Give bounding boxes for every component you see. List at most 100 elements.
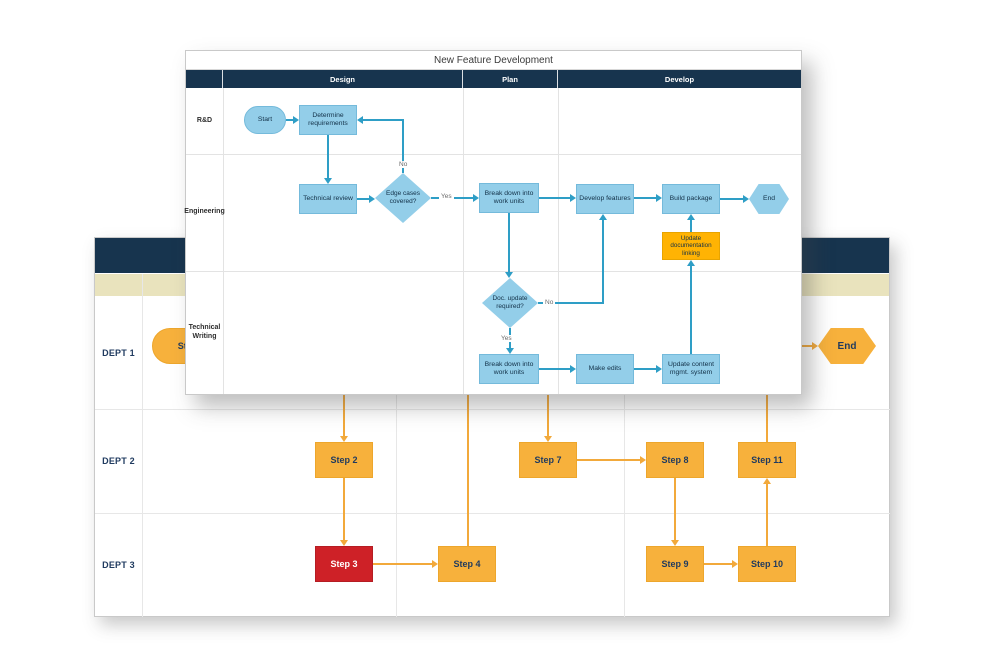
arrowhead-makeedits [570, 365, 576, 373]
node-build-package[interactable]: Build package [662, 184, 720, 214]
arrowhead-breakdown-tw [506, 348, 514, 354]
arrowhead-develop [570, 194, 576, 202]
arrowhead-breakdown-eng [473, 194, 479, 202]
lane-label-rnd: R&D [196, 116, 213, 124]
connector-edgecases-no-vertical [402, 120, 404, 173]
arrowhead-develop-bottom [599, 214, 607, 220]
label-edge-no: No [397, 161, 410, 168]
diamond-text: Edge cases covered? [386, 190, 420, 205]
arrowhead-updatecontent [656, 365, 662, 373]
lane-label-dept3: DEPT 3 [102, 560, 135, 570]
node-update-content[interactable]: Update content mgmt. system [662, 354, 720, 384]
connector-doclinking-build [690, 220, 692, 232]
phase-design: Design [223, 70, 463, 88]
diagram-title: New Feature Development [186, 51, 801, 70]
connector-build-end [720, 198, 743, 200]
arrowhead-build [656, 194, 662, 202]
label-edge-yes: Yes [439, 193, 454, 200]
connector-step9-step10 [703, 563, 732, 565]
node-step4[interactable]: Step 4 [438, 546, 496, 582]
arrowhead-step3 [340, 540, 348, 546]
fg-lane-divider-1 [186, 154, 801, 155]
lane-label-engineering: Engineering [184, 208, 225, 216]
lane-label-dept1: DEPT 1 [102, 347, 135, 358]
arrowhead-step10 [732, 560, 738, 568]
dept-grid-col1 [396, 296, 397, 617]
node-fg-end[interactable]: End [749, 184, 789, 214]
dept-lane-divider-2 [95, 513, 890, 514]
connector-step10-step11 [766, 484, 768, 546]
node-determine-requirements[interactable]: Determine requirements [299, 105, 357, 135]
connector-step8-step9 [674, 478, 676, 540]
dept-lane-divider-1 [95, 409, 890, 410]
connector-docupdate-no-vertical [602, 220, 604, 303]
connector-breakdown-docupdate [508, 213, 510, 272]
label-doc-yes: Yes [499, 335, 514, 342]
node-edge-cases-covered[interactable]: Edge cases covered? [375, 173, 431, 223]
connector-step7-step8 [577, 459, 640, 461]
fg-grid-label-divider [223, 88, 224, 394]
arrowhead-edgecases [369, 195, 375, 203]
node-step11[interactable]: Step 11 [738, 442, 796, 478]
connector-to-step7 [547, 395, 549, 436]
connector-updatecontent-doclinking [690, 266, 692, 354]
phase-develop: Develop [664, 74, 695, 84]
connector-to-end [802, 345, 812, 347]
node-step2[interactable]: Step 2 [315, 442, 373, 478]
node-step7[interactable]: Step 7 [519, 442, 577, 478]
connector-docupdate-no-horizontal [538, 302, 604, 304]
arrowhead-doclinking [687, 260, 695, 266]
node-step8[interactable]: Step 8 [646, 442, 704, 478]
node-step10[interactable]: Step 10 [738, 546, 796, 582]
connector-breakdown-develop [539, 197, 570, 199]
arrowhead-determine [293, 116, 299, 124]
node-develop-features[interactable]: Develop features [576, 184, 634, 214]
node-technical-review[interactable]: Technical review [299, 184, 357, 214]
arrowhead-step2 [340, 436, 348, 442]
node-breakdown-eng[interactable]: Break down into work units [479, 183, 539, 213]
arrowhead-fg-end [743, 195, 749, 203]
arrowhead-docupdate [505, 272, 513, 278]
node-breakdown-tw[interactable]: Break down into work units [479, 354, 539, 384]
connector-step3-step4 [373, 563, 432, 565]
node-update-doc-linking[interactable]: Update documentation linking [662, 232, 720, 260]
arrowhead-step9 [671, 540, 679, 546]
node-make-edits[interactable]: Make edits [576, 354, 634, 384]
node-step3[interactable]: Step 3 [315, 546, 373, 582]
arrowhead-step11 [763, 478, 771, 484]
dept-grid-label-divider [142, 274, 143, 617]
phase-plan: Plan [463, 70, 558, 88]
arrowhead-techreview [324, 178, 332, 184]
connector-to-step2 [343, 395, 345, 436]
lane-label-dept2: DEPT 2 [102, 456, 135, 466]
connector-develop-build [634, 197, 656, 199]
connector-step4-up [467, 395, 469, 546]
feature-flowchart-panel: New Feature Development Design Plan Deve… [184, 50, 802, 395]
connector-breakdown-makeedits [539, 368, 570, 370]
fg-grid-design-plan [463, 88, 464, 394]
phase-header-row: Design Plan Develop [186, 70, 801, 88]
node-bg-end[interactable]: End [818, 328, 876, 364]
phase-cell-empty [186, 70, 223, 88]
dept-grid-col2 [624, 296, 625, 617]
arrowhead-build-bottom [687, 214, 695, 220]
node-step9[interactable]: Step 9 [646, 546, 704, 582]
arrowhead-step4 [432, 560, 438, 568]
connector-step11-up [766, 395, 768, 442]
connector-techreview-edgecases [357, 198, 370, 200]
diamond-text: Doc. update required? [492, 295, 528, 310]
connector-makeedits-updatecontent [634, 368, 656, 370]
connector-start-determine [286, 119, 294, 121]
arrowhead-step7 [544, 436, 552, 442]
label-doc-no: No [543, 299, 556, 306]
arrowhead-determine-return [357, 116, 363, 124]
fg-grid-plan-develop [558, 88, 559, 394]
connector-step2-step3 [343, 478, 345, 540]
node-fg-start[interactable]: Start [244, 106, 286, 134]
arrowhead-end [812, 342, 818, 350]
connector-determine-techreview [327, 135, 329, 179]
lane-label-technical-writing: Technical Writing [188, 323, 221, 340]
fg-lane-divider-2 [186, 271, 801, 272]
node-doc-update-required[interactable]: Doc. update required? [482, 278, 538, 328]
arrowhead-step8 [640, 456, 646, 464]
